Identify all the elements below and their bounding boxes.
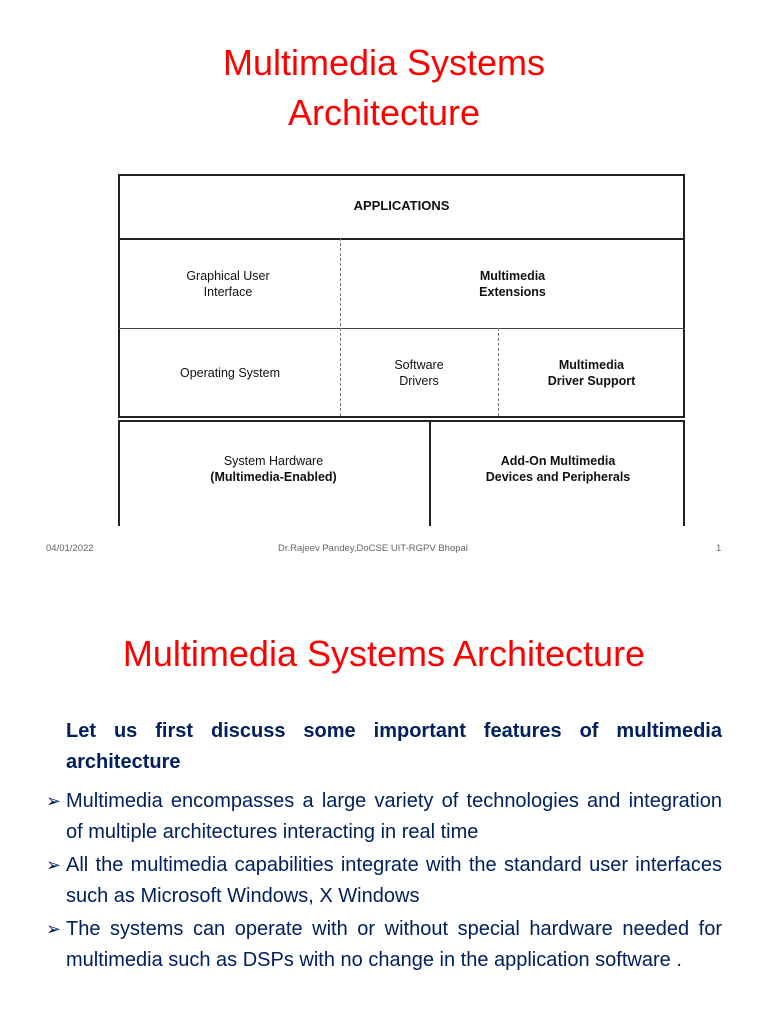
applications-layer: APPLICATIONS — [353, 198, 450, 213]
bullet-item: ➢ The systems can operate with or withou… — [46, 914, 722, 976]
arrow-bullet-icon: ➢ — [46, 919, 62, 940]
title-line-2: Architecture — [287, 92, 481, 133]
dashed-divider — [340, 238, 341, 416]
operating-system-layer: Operating System — [179, 366, 281, 380]
footer-author: Dr.Rajeev Pandey,DoCSE UIT-RGPV Bhopal — [278, 543, 468, 554]
divider-line — [118, 328, 685, 329]
slide-1: Multimedia Systems Architecture APPLICAT… — [0, 38, 768, 554]
footer-date: 04/01/2022 — [46, 543, 94, 554]
title-line-1: Multimedia Systems — [222, 42, 546, 83]
bullet-list: ➢ Multimedia encompasses a large variety… — [46, 786, 722, 978]
divider-line — [118, 238, 685, 240]
hardware-divider — [429, 420, 431, 526]
slide-2-intro: Let us first discuss some important feat… — [66, 720, 722, 773]
dashed-divider — [498, 328, 499, 416]
arrow-bullet-icon: ➢ — [46, 855, 62, 876]
hardware-block — [118, 420, 685, 526]
slide-2-title: Multimedia Systems Architecture — [122, 633, 646, 674]
bullet-item: ➢ All the multimedia capabilities integr… — [46, 850, 722, 912]
slide-1-title: Multimedia Systems Architecture — [0, 38, 768, 138]
upper-block — [118, 174, 685, 418]
footer-page-number: 1 — [716, 543, 722, 554]
arrow-bullet-icon: ➢ — [46, 791, 62, 812]
system-hardware-layer: System Hardware(Multimedia-Enabled) — [210, 454, 337, 484]
bullet-item: ➢ Multimedia encompasses a large variety… — [46, 786, 722, 848]
